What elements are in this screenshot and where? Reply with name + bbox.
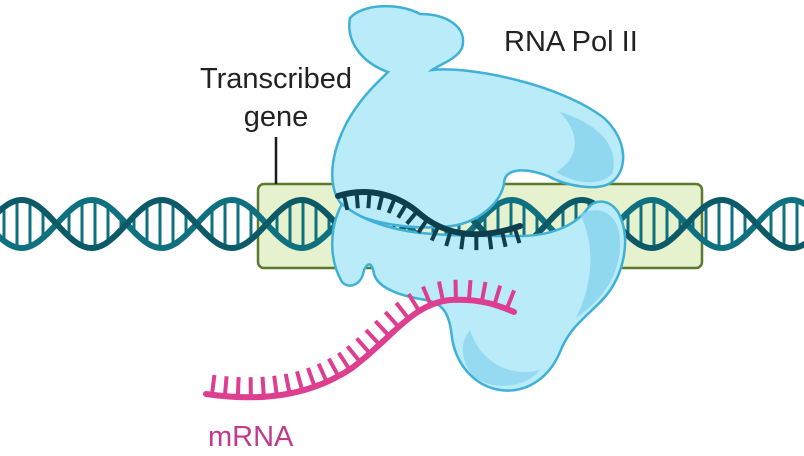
- mrna-base: [272, 375, 279, 396]
- mrna-base: [209, 374, 217, 396]
- mrna-base: [283, 373, 292, 394]
- mrna-base: [504, 289, 516, 310]
- mrna-base: [327, 357, 341, 378]
- rna-polymerase-icon: [331, 4, 627, 392]
- mrna-base: [345, 344, 362, 364]
- mrna-base: [383, 310, 401, 329]
- polymerase-upper-shade: [556, 112, 614, 183]
- mrna-base: [437, 281, 445, 302]
- transcribed-gene-label-line2: gene: [244, 101, 309, 133]
- mrna-label: mRNA: [208, 421, 294, 453]
- mrna-base: [364, 328, 382, 346]
- mrna-base: [222, 376, 229, 397]
- mrna-base: [492, 284, 503, 306]
- mrna-bases: [209, 279, 516, 398]
- mrna-base: [466, 279, 473, 301]
- rna-pol-ii-label: RNA Pol II: [504, 26, 638, 58]
- mrna-base: [260, 376, 266, 397]
- mrna-strand-icon: [203, 279, 517, 401]
- polymerase-lower-clamp: [331, 200, 627, 392]
- mrna-base: [421, 285, 433, 306]
- mrna-base: [373, 319, 391, 338]
- mrna-base: [479, 281, 488, 303]
- mrna-base: [316, 362, 329, 383]
- template-dna-strand: [335, 189, 523, 251]
- template-strand-backbone: [335, 189, 523, 238]
- mrna-base: [406, 293, 421, 313]
- polymerase-upper-lobe: [331, 4, 625, 229]
- mrna-base: [306, 367, 317, 388]
- polymerase-lower-shade: [576, 210, 621, 318]
- mrna-base: [355, 337, 372, 355]
- mrna-backbone: [203, 296, 517, 401]
- transcribed-gene-label-line1: Transcribed: [200, 63, 352, 95]
- polymerase-bottom-shade: [462, 330, 540, 386]
- mrna-base: [295, 370, 305, 392]
- mrna-base: [337, 351, 352, 371]
- mrna-base: [394, 301, 411, 320]
- mrna-base: [235, 376, 241, 398]
